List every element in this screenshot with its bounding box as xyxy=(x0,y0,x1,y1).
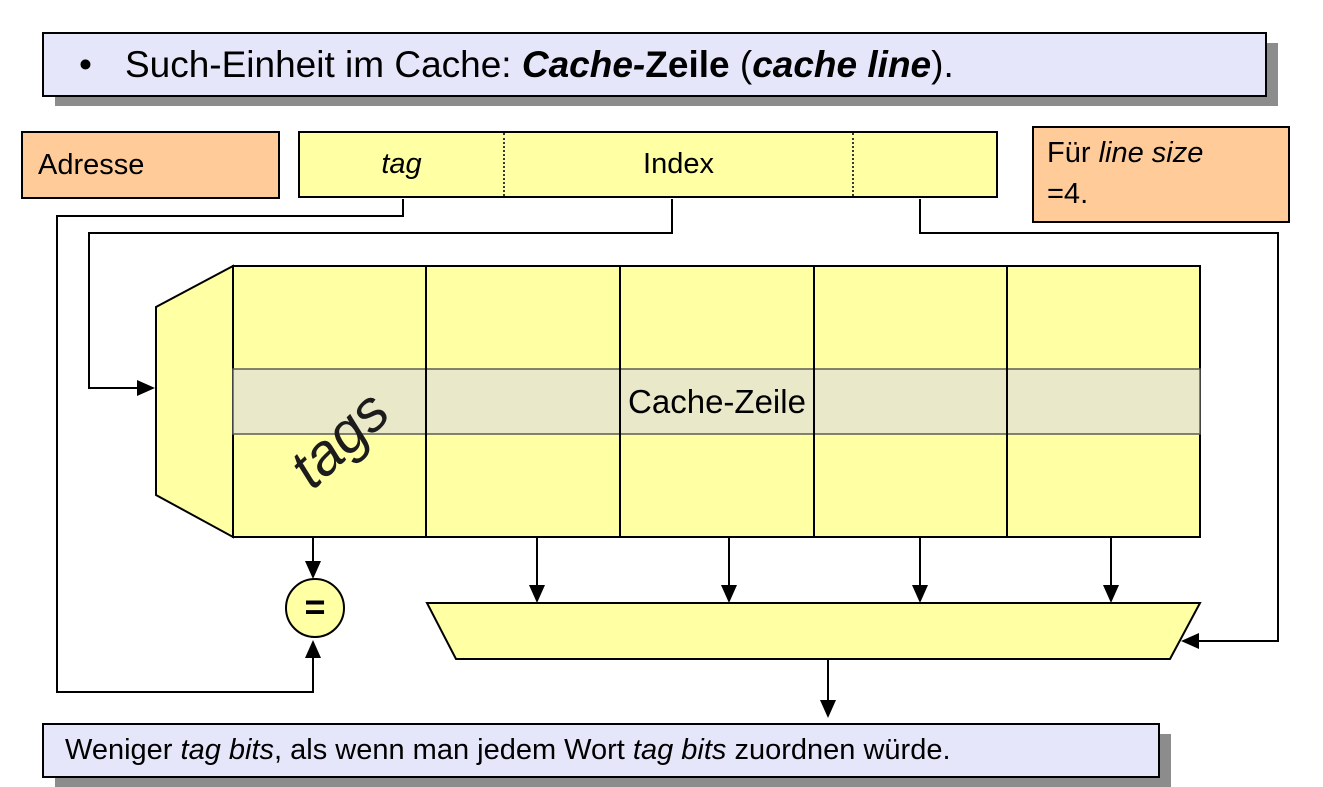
title-segment-emph: cache line xyxy=(752,43,932,85)
title-text: Such-Einheit im Cache: Cache-Zeile (cach… xyxy=(125,44,954,86)
title-segment-emph: Zeile xyxy=(645,43,730,85)
footer-banner: Weniger tag bits, als wenn man jedem Wor… xyxy=(42,723,1160,778)
note-text-italic: line size xyxy=(1098,137,1204,169)
adresse-box: Adresse xyxy=(21,131,280,199)
tag-label: tag xyxy=(381,148,422,180)
equals-symbol: = xyxy=(304,586,326,627)
title-segment-emph: Cache- xyxy=(521,43,646,85)
comparator-circle xyxy=(285,578,345,638)
mux-trapezoid xyxy=(425,602,1202,660)
note-text-line2: =4. xyxy=(1047,178,1089,210)
cache-line-highlight-row xyxy=(232,368,1201,435)
footer-segment-italic: tag bits xyxy=(180,734,275,766)
footer-segment: zuordnen würde. xyxy=(726,734,951,766)
address-offset-field xyxy=(852,133,996,196)
line-size-note-box: Für line size =4. xyxy=(1032,126,1290,223)
footer-text: Weniger tag bits, als wenn man jedem Wor… xyxy=(65,734,951,767)
wire-tag-to-comparator xyxy=(56,199,404,693)
note-text: Für xyxy=(1047,137,1099,169)
wire-offset-to-mux xyxy=(919,199,1279,649)
wire-index-to-tags xyxy=(88,199,673,396)
address-tag-field: tag xyxy=(300,133,503,196)
adresse-label: Adresse xyxy=(38,148,145,181)
title-segment: Such-Einheit im Cache: xyxy=(124,43,522,85)
tag-collector-pentagon xyxy=(155,264,234,539)
address-field-bar: tag Index xyxy=(298,131,998,198)
index-label: Index xyxy=(643,148,714,180)
address-index-field: Index xyxy=(503,133,852,196)
title-banner: • Such-Einheit im Cache: Cache-Zeile (ca… xyxy=(42,32,1267,97)
title-segment: ( xyxy=(729,43,753,85)
bullet-icon: • xyxy=(79,43,92,85)
footer-segment: , als wenn man jedem Wort xyxy=(274,734,633,766)
footer-segment: Weniger xyxy=(65,734,181,766)
cache-line-row-label: Cache-Zeile xyxy=(628,382,806,420)
footer-segment-italic: tag bits xyxy=(632,734,727,766)
title-segment: ). xyxy=(931,43,954,85)
